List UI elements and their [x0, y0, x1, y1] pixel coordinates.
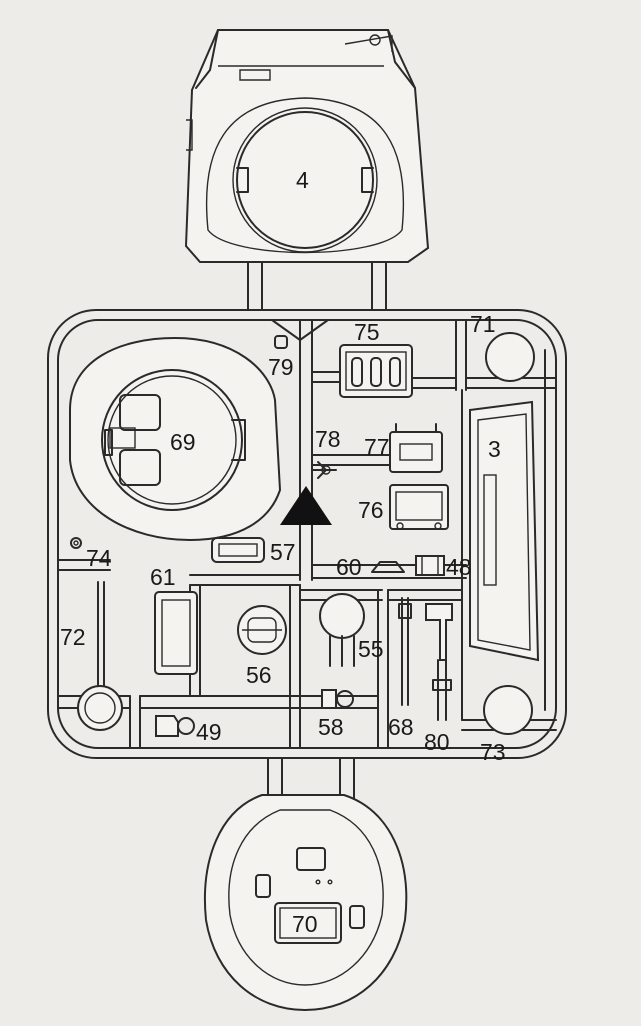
part-label-58: 58: [318, 714, 344, 740]
part-55: 55: [319, 593, 384, 667]
part-label-69: 69: [170, 429, 196, 455]
part-4-turret-top: 4: [184, 29, 430, 263]
part-60: 60: [336, 554, 405, 580]
part-label-68: 68: [388, 714, 414, 740]
part-71: 71: [470, 311, 535, 382]
part-label-61: 61: [150, 564, 176, 590]
part-76: 76: [358, 484, 449, 530]
part-label-71: 71: [470, 311, 496, 337]
part-label-72: 72: [60, 624, 86, 650]
part-label-4: 4: [296, 167, 309, 193]
part-label-3: 3: [488, 436, 501, 462]
part-61: 61: [150, 564, 198, 675]
part-label-57: 57: [270, 539, 296, 565]
part-49: 49: [155, 715, 222, 745]
part-label-78: 78: [315, 426, 341, 452]
part-label-80: 80: [424, 729, 450, 755]
part-69-hatch: 69: [69, 336, 282, 542]
part-58: 58: [318, 689, 354, 740]
sprue-frame: [47, 309, 567, 759]
part-56: 56: [237, 605, 287, 688]
part-78: 78: [311, 426, 341, 479]
part-79: 79: [268, 319, 329, 380]
part-68: 68: [388, 597, 414, 740]
part-label-49: 49: [196, 719, 222, 745]
part-label-77: 77: [364, 434, 390, 460]
part-label-74: 74: [86, 545, 112, 571]
part-70: 70: [204, 794, 408, 1012]
part-3: 3: [469, 400, 540, 662]
part-74: 74: [70, 537, 112, 571]
part-label-73: 73: [480, 739, 506, 765]
part-label-76: 76: [358, 497, 384, 523]
part-80: 80: [424, 603, 453, 755]
triangle-marker: [280, 486, 332, 525]
part-48: 48: [415, 554, 472, 580]
part-72: 72: [60, 581, 123, 731]
part-label-70: 70: [292, 911, 318, 937]
part-73: 73: [480, 685, 533, 765]
part-75: 75: [339, 319, 413, 398]
part-label-48: 48: [446, 554, 472, 580]
part-label-79: 79: [268, 354, 294, 380]
part-label-60: 60: [336, 554, 362, 580]
part-label-55: 55: [358, 636, 384, 662]
part-label-56: 56: [246, 662, 272, 688]
part-label-75: 75: [354, 319, 380, 345]
part-77: 77: [364, 423, 443, 473]
part-57: 57: [211, 537, 296, 565]
